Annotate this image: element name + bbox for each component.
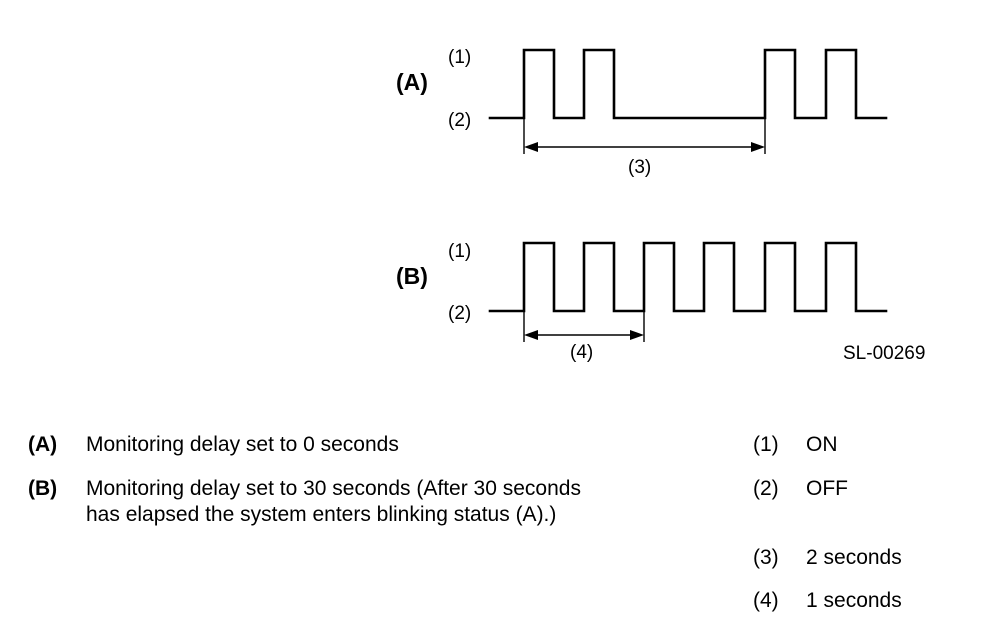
- legend-item-3: (3) 2 seconds: [753, 545, 973, 571]
- dimension-3-arrow-right: [751, 142, 765, 152]
- legend-item-1: (1) ON: [753, 432, 953, 458]
- waveform-a-label: (A): [396, 69, 428, 95]
- waveform-a-level-on-label: (1): [448, 47, 471, 68]
- legend-item-2-text: OFF: [806, 477, 848, 500]
- waveform-a-group: (A) (1) (2) (3): [396, 47, 888, 178]
- waveform-a-level-off-label: (2): [448, 110, 471, 131]
- legend-item-1-key: (1): [753, 433, 779, 456]
- legend-item-2: (2) OFF: [753, 476, 953, 502]
- waveform-b-level-on-label: (1): [448, 241, 471, 262]
- legend-b-key: (B): [28, 477, 58, 500]
- waveform-b-label: (B): [396, 263, 428, 289]
- legend-item-4-key: (4): [753, 589, 779, 612]
- legend-item-3-key: (3): [753, 546, 779, 569]
- waveform-b-group: (B) (1) (2) (4): [396, 241, 888, 363]
- dimension-3-label: (3): [628, 157, 651, 178]
- legend-item-1-text: ON: [806, 433, 838, 456]
- legend-a: (A) Monitoring delay set to 0 seconds: [28, 432, 668, 458]
- legend-b: (B) Monitoring delay set to 30 seconds (…: [28, 476, 688, 528]
- figure-id: SL-00269: [843, 343, 925, 364]
- legend-a-key: (A): [28, 433, 58, 456]
- waveform-b-signal: [488, 241, 888, 313]
- dimension-4-arrow-left: [524, 330, 538, 340]
- legend-b-text-line1: Monitoring delay set to 30 seconds (Afte…: [86, 477, 581, 500]
- dimension-4-arrow-right: [630, 330, 644, 340]
- dimension-4-label: (4): [570, 342, 593, 363]
- legend-item-4: (4) 1 seconds: [753, 588, 973, 614]
- dimension-3-arrow-left: [524, 142, 538, 152]
- legend-item-4-text: 1 seconds: [806, 589, 902, 612]
- legend-item-2-key: (2): [753, 477, 779, 500]
- waveform-a-signal: [488, 48, 888, 120]
- legend-item-3-text: 2 seconds: [806, 546, 902, 569]
- legend-b-text-line2: has elapsed the system enters blinking s…: [86, 503, 557, 526]
- legend-a-text: Monitoring delay set to 0 seconds: [86, 433, 399, 456]
- waveform-b-level-off-label: (2): [448, 303, 471, 324]
